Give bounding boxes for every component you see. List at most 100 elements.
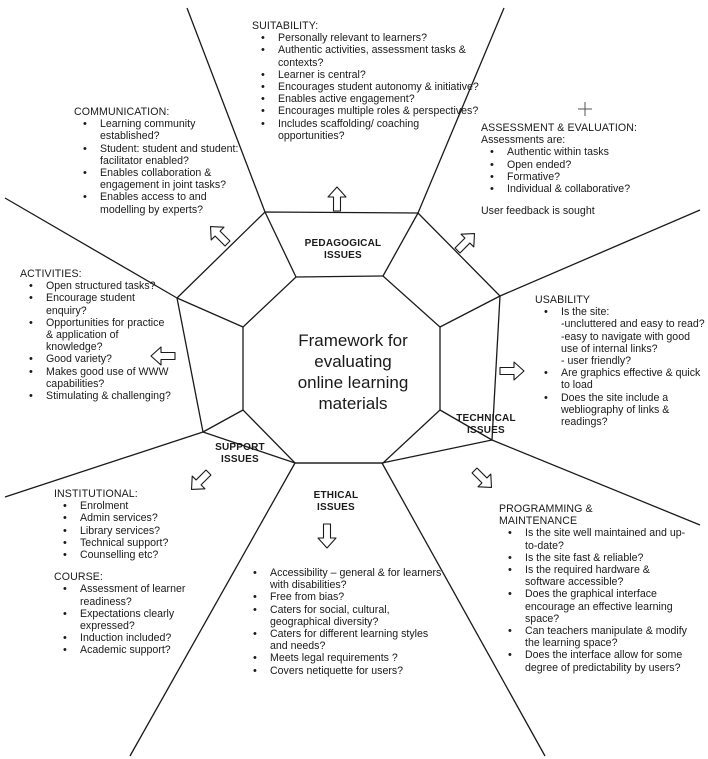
issue-label-line: ISSUES	[467, 425, 505, 436]
communication-list: Learning community established? Student:…	[74, 118, 252, 216]
connector-left	[176, 297, 244, 328]
course-title: COURSE:	[54, 571, 103, 584]
list-item: Does the interface allow for some degree…	[508, 649, 689, 673]
assessment-panel: ASSESSMENT & EVALUATION: Assessments are…	[481, 122, 671, 217]
list-item: Student: student and student: facilitato…	[83, 143, 252, 167]
connector-bottom-right	[439, 409, 493, 441]
suitability-title: SUITABILITY:	[252, 20, 319, 32]
pedagogical-issues-label: PEDAGOGICAL ISSUES	[268, 238, 418, 262]
connector-right	[439, 295, 501, 328]
list-item: Academic support?	[63, 644, 219, 656]
divider-bottom-right	[381, 462, 546, 757]
issue-label-line: PEDAGOGICAL	[304, 238, 382, 249]
list-item: Authentic within tasks	[490, 146, 671, 158]
list-item: Encourages multiple roles & perspectives…	[261, 105, 480, 117]
list-item: Encourage student enquiry?	[29, 292, 172, 316]
list-item: Open structured tasks?	[29, 280, 172, 292]
arrow-up-icon	[327, 186, 347, 212]
arrow-up-right-icon	[454, 232, 476, 254]
list-item: Is the site well maintained and up-to-da…	[508, 527, 689, 551]
list-item: Is the site: -uncluttered and easy to re…	[544, 306, 705, 368]
list-item: Enables collaboration & engagement in jo…	[83, 167, 252, 191]
list-item: Opportunities for practice & application…	[29, 317, 172, 354]
assessment-note: User feedback is sought	[481, 205, 595, 218]
institutional-list: Enrolment Admin services? Library servic…	[54, 500, 219, 561]
list-item: Encourages student autonomy & initiative…	[261, 81, 480, 93]
connector-bottom-left	[202, 409, 244, 433]
list-item: Includes scaffolding/ coaching opportuni…	[261, 118, 480, 142]
issue-label-line: ETHICAL	[313, 490, 359, 501]
activities-title: ACTIVITIES:	[20, 268, 82, 280]
issue-label-line: ISSUES	[317, 502, 355, 513]
arrow-down-icon	[317, 523, 337, 549]
list-item: Authentic activities, assessment tasks &…	[261, 44, 480, 68]
list-item: Accessibility – general & for learners w…	[253, 567, 444, 591]
list-item: Caters for different learning styles and…	[253, 628, 444, 652]
list-item: Does the graphical interface encourage a…	[508, 588, 689, 625]
connector-top-left	[264, 211, 297, 278]
technical-issues-label: TECHNICAL ISSUES	[446, 413, 526, 437]
usability-sub-line: - user friendly?	[561, 355, 632, 368]
list-item: Admin services?	[63, 512, 219, 524]
list-item: Is the required hardware & software acce…	[508, 564, 689, 588]
usability-sub-line: -easy to navigate with good use of inter…	[561, 330, 690, 355]
programming-panel: PROGRAMMING & MAINTENANCE Is the site we…	[499, 503, 689, 674]
arrow-up-left-icon	[209, 225, 231, 247]
list-item: Covers netiquette for users?	[253, 665, 444, 677]
list-item: Technical support?	[63, 537, 219, 549]
programming-title: PROGRAMMING & MAINTENANCE	[499, 503, 593, 528]
center-title-line: materials	[318, 394, 388, 413]
list-item: Free from bias?	[253, 591, 444, 603]
connector-top-right	[382, 212, 419, 277]
programming-list: Is the site well maintained and up-to-da…	[499, 527, 689, 673]
divider-right	[499, 209, 701, 297]
list-item: Does the site include a webliography of …	[544, 392, 705, 429]
inner-octagon	[242, 275, 441, 464]
list-item: Meets legal requirements ?	[253, 652, 444, 664]
usability-item-text: Is the site:	[561, 306, 610, 319]
usability-panel: USABILITY Is the site: -uncluttered and …	[535, 294, 705, 428]
ethical-panel: Accessibility – general & for learners w…	[244, 567, 444, 677]
center-title-line: evaluating	[314, 352, 392, 371]
assessment-list: Authentic within tasks Open ended? Forma…	[481, 146, 671, 195]
list-item: Library services?	[63, 525, 219, 537]
list-item: Can teachers manipulate & modify the lea…	[508, 625, 689, 649]
assessment-title: ASSESSMENT & EVALUATION:	[481, 122, 638, 134]
institutional-title: INSTITUTIONAL:	[54, 488, 138, 500]
center-title-line: Framework for	[298, 331, 408, 350]
divider-top-left	[186, 7, 266, 213]
list-item: Learning community established?	[83, 118, 252, 142]
issue-label-line: SUPPORT	[215, 442, 265, 453]
communication-panel: COMMUNICATION: Learning community establ…	[74, 106, 252, 216]
issue-label-line: ISSUES	[324, 250, 362, 261]
list-item: Counselling etc?	[63, 549, 219, 561]
issue-label-line: ISSUES	[221, 454, 259, 465]
list-item: Enables access to and modelling by exper…	[83, 191, 252, 215]
activities-list: Open structured tasks? Encourage student…	[20, 280, 172, 402]
list-item: Makes good use of WWW capabilities?	[29, 366, 172, 390]
list-item: Assessment of learner readiness?	[63, 583, 219, 607]
arrow-down-right-icon	[471, 467, 493, 489]
list-item: Open ended?	[490, 159, 671, 171]
communication-title: COMMUNICATION:	[74, 106, 170, 118]
assessment-intro: Assessments are:	[481, 134, 566, 147]
list-item: Is the site fast & reliable?	[508, 552, 689, 564]
activities-panel: ACTIVITIES: Open structured tasks? Encou…	[20, 268, 172, 402]
list-item: Caters for social, cultural, geographica…	[253, 604, 444, 628]
suitability-panel: SUITABILITY: Personally relevant to lear…	[252, 20, 480, 142]
usability-title: USABILITY	[535, 294, 591, 306]
support-issues-label: SUPPORT ISSUES	[200, 442, 280, 466]
list-item: Individual & collaborative?	[490, 183, 671, 195]
usability-sub-line: -uncluttered and easy to read?	[561, 318, 705, 331]
ethical-issues-label: ETHICAL ISSUES	[296, 490, 376, 514]
center-title-line: online learning	[297, 373, 409, 392]
list-item: Enrolment	[63, 500, 219, 512]
ethical-list: Accessibility – general & for learners w…	[244, 567, 444, 677]
list-item: Enables active engagement?	[261, 93, 480, 105]
issue-label-line: TECHNICAL	[456, 413, 516, 424]
list-item: Stimulating & challenging?	[29, 390, 172, 402]
center-title: Framework for evaluating online learning…	[248, 330, 458, 414]
list-item: Personally relevant to learners?	[261, 32, 480, 44]
arrow-right-icon	[499, 361, 525, 381]
usability-list: Is the site: -uncluttered and easy to re…	[535, 306, 705, 428]
